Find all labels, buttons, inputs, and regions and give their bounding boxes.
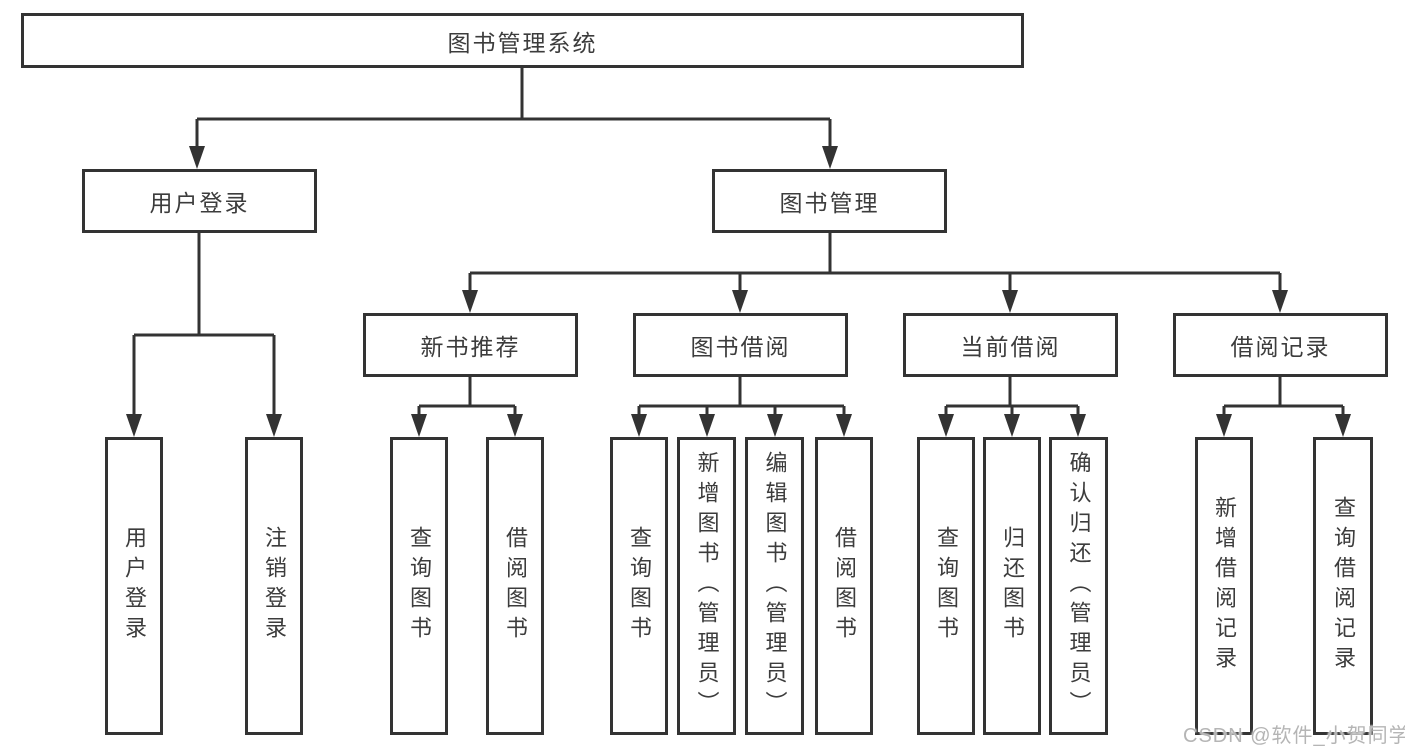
- node-library-management-system: 图书管理系统: [21, 13, 1024, 68]
- leaf-return-books-label: 归还图书: [1000, 526, 1025, 646]
- node-book-management-label: 图书管理: [779, 190, 880, 216]
- leaf-logout-label: 注销登录: [262, 526, 287, 646]
- leaf-logout: 注销登录: [245, 437, 303, 735]
- leaf-user-login: 用户登录: [105, 437, 163, 735]
- leaf-add-book-admin: 新增图书（管理员）: [677, 437, 736, 735]
- node-borrow-record-label: 借阅记录: [1230, 334, 1331, 360]
- node-new-book-recommend: 新书推荐: [363, 313, 578, 377]
- leaf-query-books-current-label: 查询图书: [934, 526, 959, 646]
- node-library-management-system-label: 图书管理系统: [447, 29, 598, 56]
- leaf-add-book-admin-label: 新增图书（管理员）: [694, 451, 720, 721]
- leaf-add-borrow-record: 新增借阅记录: [1195, 437, 1253, 735]
- leaf-query-books-current: 查询图书: [917, 437, 975, 735]
- csdn-watermark: CSDN @软件_小贺同学: [1183, 725, 1405, 747]
- leaf-query-borrow-record-label: 查询借阅记录: [1331, 496, 1356, 676]
- node-current-borrow: 当前借阅: [903, 313, 1118, 377]
- leaf-borrow-books-recommend-label: 借阅图书: [503, 526, 528, 646]
- node-user-login-label: 用户登录: [149, 190, 250, 216]
- leaf-confirm-return-admin: 确认归还（管理员）: [1049, 437, 1108, 735]
- leaf-add-borrow-record-label: 新增借阅记录: [1212, 496, 1237, 676]
- leaf-edit-book-admin-label: 编辑图书（管理员）: [762, 451, 788, 721]
- node-new-book-recommend-label: 新书推荐: [420, 334, 521, 360]
- leaf-user-login-label: 用户登录: [122, 526, 147, 646]
- node-borrow-record: 借阅记录: [1173, 313, 1388, 377]
- leaf-confirm-return-admin-label: 确认归还（管理员）: [1066, 451, 1092, 721]
- node-book-borrow-label: 图书借阅: [690, 334, 791, 360]
- leaf-query-books-borrow-label: 查询图书: [627, 526, 652, 646]
- leaf-borrow-books-recommend: 借阅图书: [486, 437, 544, 735]
- leaf-edit-book-admin: 编辑图书（管理员）: [745, 437, 804, 735]
- leaf-borrow-books: 借阅图书: [815, 437, 873, 735]
- leaf-query-books-recommend-label: 查询图书: [407, 526, 432, 646]
- leaf-query-books-recommend: 查询图书: [390, 437, 448, 735]
- node-user-login: 用户登录: [82, 169, 317, 233]
- node-book-borrow: 图书借阅: [633, 313, 848, 377]
- leaf-query-borrow-record: 查询借阅记录: [1313, 437, 1373, 735]
- leaf-return-books: 归还图书: [983, 437, 1041, 735]
- leaf-borrow-books-label: 借阅图书: [832, 526, 857, 646]
- node-book-management: 图书管理: [712, 169, 947, 233]
- leaf-query-books-borrow: 查询图书: [610, 437, 668, 735]
- node-current-borrow-label: 当前借阅: [960, 334, 1061, 360]
